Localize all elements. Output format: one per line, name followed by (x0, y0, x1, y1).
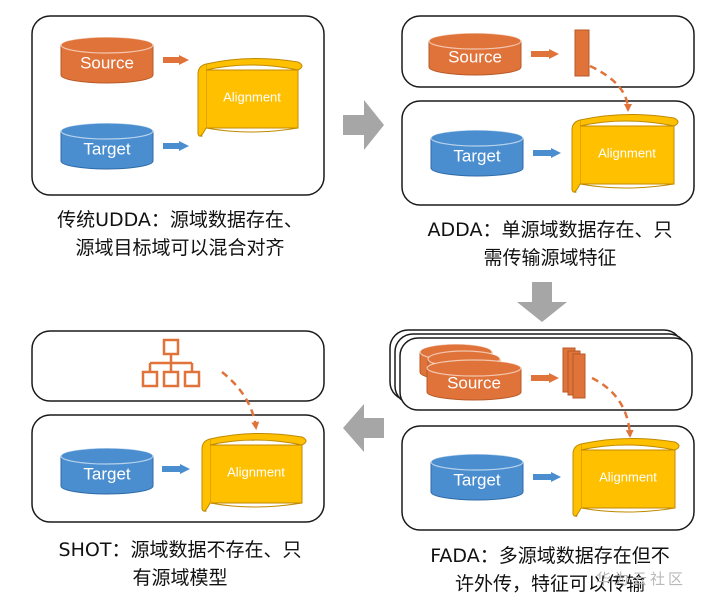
udda-source-cylinder-label: Source (80, 53, 134, 72)
adda-target-arrow (533, 148, 561, 158)
adda-target-cylinder: Target (430, 129, 524, 177)
udda-caption-line1: 传统UDDA：源域数据存在、 (57, 209, 303, 231)
flow-arrow-left (343, 404, 384, 452)
fada-source-cylinder-label: Source (447, 373, 501, 392)
shot-network-hierarchy-icon (141, 338, 201, 388)
shot-target-arrow (162, 464, 190, 474)
adda-source-cylinder: Source (428, 32, 522, 76)
udda-target-arrow (163, 141, 189, 151)
adda-target-cylinder-label: Target (453, 146, 501, 165)
adda-caption-line1: ADDA：单源域数据存在、只 (427, 219, 673, 241)
adda-source-arrow (531, 49, 559, 59)
flow-arrow-right (343, 100, 384, 150)
shot-caption-line1: SHOT：源域数据不存在、只 (58, 539, 302, 561)
udda-caption-line2: 源域目标域可以混合对齐 (75, 237, 285, 259)
watermark: 华为云社区 (596, 570, 687, 588)
shot-alignment-scroll: Alignment (201, 432, 307, 512)
flow-arrow-down (517, 282, 567, 322)
fada-caption: FADA：多源域数据存在但不 许外传，特征可以传输 (400, 542, 700, 598)
shot-target-cylinder: Target (60, 447, 154, 495)
udda-alignment-scroll-label: Alignment (223, 89, 281, 104)
udda-source-arrow (163, 55, 189, 65)
fada-source-arrow (531, 373, 559, 383)
fada-caption-line1: FADA：多源域数据存在但不 (430, 545, 670, 567)
shot-transfer-dashed-arrow (221, 371, 260, 430)
adda-caption: ADDA：单源域数据存在、只 需传输源域特征 (400, 216, 700, 272)
shot-target-cylinder-label: Target (83, 464, 131, 483)
fada-source-cylinder: Source (426, 359, 522, 401)
fada-alignment-scroll-label: Alignment (599, 469, 657, 484)
udda-alignment-scroll: Alignment (197, 57, 303, 137)
adda-alignment-scroll-label: Alignment (598, 145, 656, 160)
fada-feature-block-icon-3 (572, 353, 586, 399)
fada-caption-line2: 许外传，特征可以传输 (454, 573, 645, 595)
shot-alignment-scroll-label: Alignment (227, 464, 285, 479)
fada-target-cylinder: Target (430, 453, 524, 501)
adda-feature-block-icon (574, 29, 590, 77)
adda-caption-line2: 需传输源域特征 (483, 247, 617, 269)
adda-source-cylinder-label: Source (448, 47, 502, 66)
udda-target-cylinder-label: Target (83, 139, 131, 158)
fada-target-arrow (533, 472, 561, 482)
fada-transfer-dashed-arrow (591, 376, 634, 438)
udda-target-cylinder: Target (60, 122, 154, 170)
shot-caption: SHOT：源域数据不存在、只 有源域模型 (30, 536, 330, 592)
udda-caption: 传统UDDA：源域数据存在、 源域目标域可以混合对齐 (30, 206, 330, 262)
fada-alignment-scroll: Alignment (572, 437, 680, 517)
adda-alignment-scroll: Alignment (571, 113, 679, 193)
shot-model-panel (31, 330, 325, 402)
udda-source-cylinder: Source (60, 36, 154, 84)
fada-target-cylinder-label: Target (453, 470, 501, 489)
shot-caption-line2: 有源域模型 (132, 567, 228, 589)
